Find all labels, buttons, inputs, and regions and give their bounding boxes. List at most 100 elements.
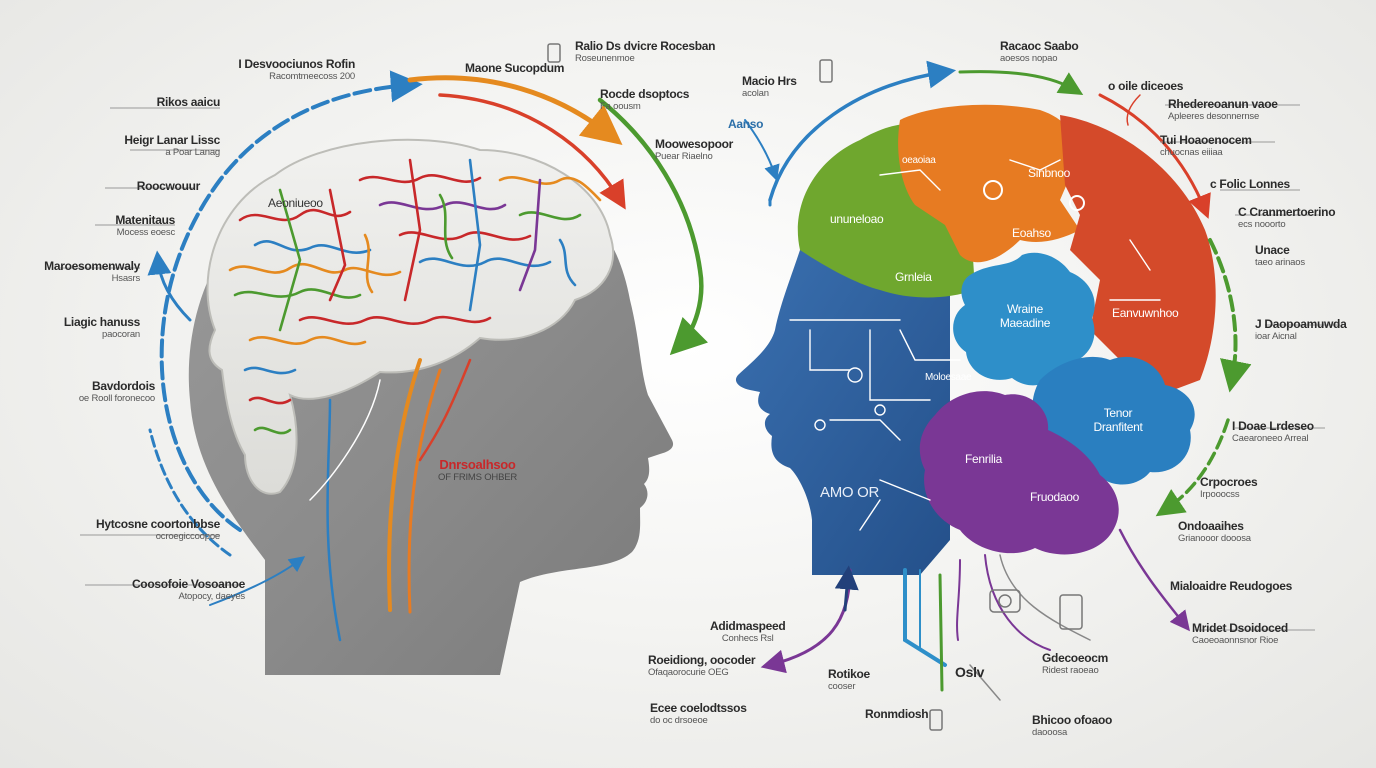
red-lobe-label: Eanvuwnhoo — [1112, 306, 1179, 320]
right-label-8-title: I Doae Lrdeseo — [1232, 419, 1314, 433]
right-label-8-sub: Caearoneeo Arreal — [1232, 432, 1309, 444]
right-label-12-sub: Caoeoaonnsnor Rioe — [1192, 634, 1279, 646]
right-label-3: Tui Hoaoenocem chuocnas eiiiaa — [1160, 133, 1252, 159]
left-label-7-title: Liagic hanuss — [63, 315, 140, 329]
bottom-label-4: Ronmdiosh — [865, 707, 929, 722]
left-label-8-sub: oe Rooll foronecoo — [78, 392, 155, 404]
top-label-3: Rocde dsoptocs Fa oousm — [600, 87, 689, 113]
bottom-label-8: Bhicoo ofoaoo daooosa — [1032, 713, 1113, 739]
left-label-3-sub: a Poar Lanag — [165, 146, 220, 158]
bottom-label-3-title: Ecee coelodtssos — [650, 701, 747, 715]
left-label-5-sub: Mocess eoesc — [116, 226, 176, 238]
top-label-6: Aanso — [728, 117, 764, 132]
left-brain-folds — [228, 158, 602, 435]
left-label-1: I Desvoociunos Rofin Racomtmeecoss 200 — [180, 57, 355, 83]
left-brain — [206, 138, 615, 495]
left-brain-label: Aeoniueoo — [268, 196, 323, 210]
right-label-9-title: Crpocroes — [1200, 475, 1258, 489]
left-head-caption: Dnrsoalhsoo OF FRIMS OHBER — [438, 457, 518, 484]
top-label-1-sub: Roseunenmoe — [575, 52, 635, 64]
bottom-label-3-sub: do oc drsoeoe — [650, 714, 708, 726]
cyan-piece-label: Wraine Maeadine — [999, 302, 1051, 330]
top-label-3-sub: Fa oousm — [600, 100, 641, 112]
top-label-2-title: Maone Sucopdum — [465, 61, 565, 75]
right-brain-small-label: oeaoiaa — [902, 155, 936, 166]
bottom-label-2-sub: Ofaqaorocurie OEG — [648, 666, 729, 678]
purple-lobe-label: Fenrilia — [965, 452, 1002, 466]
left-head-caption-sub: OF FRIMS OHBER — [438, 471, 518, 483]
face-circuit-lines — [789, 159, 1161, 531]
right-label-7-title: J Daopoamuwda — [1255, 317, 1347, 331]
right-label-10: Ondoaaihes Grianooor dooosa — [1178, 519, 1251, 545]
cyan-piece — [953, 252, 1095, 386]
green-lobe-label: ununeloao — [830, 212, 884, 226]
right-label-7-sub: ioar Aicnal — [1255, 330, 1297, 342]
right-label-7: J Daopoamuwda ioar Aicnal — [1255, 317, 1347, 343]
right-label-8: I Doae Lrdeseo Caearoneeo Arreal — [1232, 419, 1314, 445]
right-label-6-sub: taeo arinaos — [1255, 256, 1305, 268]
top-label-1: Ralio Ds dvicre Rocesban Roseunenmoe — [575, 39, 716, 65]
bottom-label-7-sub: Ridest raoeao — [1042, 664, 1099, 676]
top-label-5: Macio Hrs acolan — [742, 74, 797, 100]
right-label-12: Mridet Dsoidoced Caoeoaonnsnor Rioe — [1192, 621, 1288, 647]
right-label-5-sub: ecs nooorto — [1238, 218, 1286, 230]
left-label-9-sub: ocroegiccoopoe — [155, 530, 220, 542]
left-label-10-title: Coosofoie Vosoanoe — [131, 577, 245, 591]
right-label-4-title: c Folic Lonnes — [1210, 177, 1290, 191]
left-label-8: Bavdordois oe Rooll foronecoo — [30, 379, 155, 405]
top-label-7: Racaoc Saabo aoesos nopao — [1000, 39, 1079, 65]
left-label-3: Heigr Lanar Lissc a Poar Lanag — [80, 133, 220, 159]
bottom-label-7: Gdecoeocm Ridest raoeao — [1042, 651, 1108, 677]
bottom-device-icons — [547, 43, 1083, 731]
right-label-2-sub: Apleeres desonnernse — [1168, 110, 1260, 122]
left-label-1-sub: Racomtmeecoss 200 — [269, 70, 355, 82]
right-leader-lines — [1160, 104, 1340, 631]
bottom-label-8-sub: daooosa — [1032, 726, 1068, 738]
left-label-2-title: Rikos aaicu — [156, 95, 221, 109]
bottom-label-5: Rotikoe cooser — [828, 667, 870, 693]
right-label-2-title: Rhedereoanun vaoe — [1168, 97, 1278, 111]
right-label-11-title: Mialoaidre Reudogoes — [1170, 579, 1293, 593]
red-lobe — [1060, 115, 1216, 395]
bottom-label-1-sub: Conhecs Rsl — [721, 632, 774, 644]
left-label-7: Liagic hanuss paocoran — [30, 315, 140, 341]
right-label-2: Rhedereoanun vaoe Apleeres desonnernse — [1168, 97, 1278, 123]
right-label-1-title: o oile diceoes — [1108, 79, 1184, 93]
right-label-5: C Cranmertoerino ecs nooorto — [1238, 205, 1336, 231]
orange-lobe-label: Sinbnoo — [1028, 166, 1070, 180]
left-label-5-title: Matenitaus — [115, 213, 175, 227]
top-label-7-sub: aoesos nopao — [1000, 52, 1058, 64]
left-spine-flows — [309, 358, 472, 642]
orange-lobe-label-2: Eoahso — [1012, 226, 1051, 240]
right-orbit-arrows — [744, 60, 1252, 517]
right-label-3-title: Tui Hoaoenocem — [1160, 133, 1252, 147]
right-label-9-sub: Irpooocss — [1200, 488, 1240, 500]
bottom-label-2-title: Roeidiong, oocoder — [648, 653, 756, 667]
left-leader-lines — [60, 107, 240, 586]
top-label-5-sub: acolan — [742, 87, 769, 99]
left-orbit-arrows — [147, 70, 708, 606]
left-label-6-sub: Hsasrs — [111, 272, 141, 284]
bottom-label-1-title: Adidmaspeed — [710, 619, 786, 633]
left-label-5: Matenitaus Mocess eoesc — [60, 213, 176, 239]
bottom-label-1: Adidmaspeed Conhecs Rsl — [710, 619, 786, 645]
bottom-label-5-sub: cooser — [828, 680, 856, 692]
right-label-10-title: Ondoaaihes — [1178, 519, 1244, 533]
top-label-4-title: Moowesopoor — [655, 137, 734, 151]
bottom-label-8-title: Bhicoo ofoaoo — [1032, 713, 1113, 727]
right-label-11: Mialoaidre Reudogoes — [1170, 579, 1293, 594]
orange-lobe — [898, 104, 1080, 263]
top-label-6-title: Aanso — [728, 117, 764, 131]
right-label-5-title: C Cranmertoerino — [1238, 205, 1336, 219]
blue-piece-label: Tenor Dranfitent — [1093, 406, 1143, 434]
right-label-3-sub: chuocnas eiiiaa — [1160, 146, 1223, 158]
left-label-4: Roocwouur — [80, 179, 201, 194]
top-label-2: Maone Sucopdum — [465, 61, 565, 76]
top-label-1-title: Ralio Ds dvicre Rocesban — [575, 39, 716, 53]
top-label-4: Moowesopoor Puear Riaelno — [655, 137, 734, 163]
left-label-10-sub: Atopocy, daeyes — [178, 590, 245, 602]
left-label-4-title: Roocwouur — [136, 179, 201, 193]
left-label-2: Rikos aaicu — [100, 95, 221, 110]
left-head-caption-title: Dnrsoalhsoo — [439, 457, 516, 472]
